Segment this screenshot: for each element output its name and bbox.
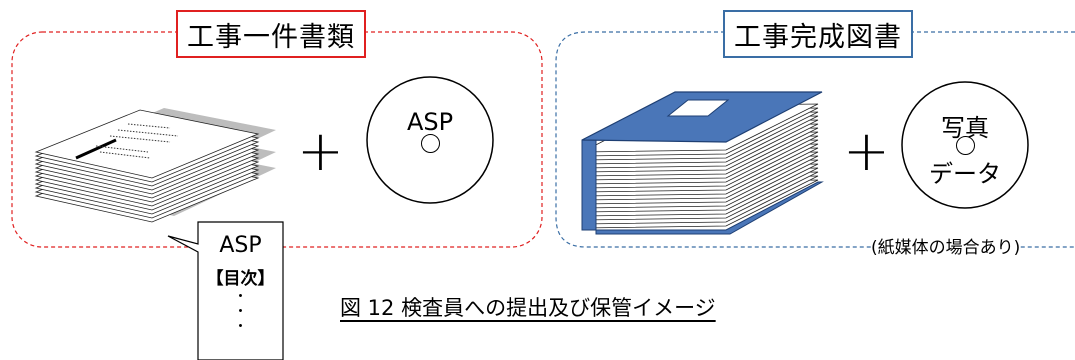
document-stack-icon: [34, 108, 276, 223]
asp-disc-label: ASP: [406, 108, 454, 136]
callout-asp-label: ASP: [219, 233, 262, 258]
right-group-frame: [555, 31, 1075, 248]
left-group-title: 工事一件書類: [176, 10, 366, 58]
disc-hole-icon: [421, 134, 440, 153]
right-group-title: 工事完成図書: [723, 10, 913, 58]
callout-bubble: [167, 221, 284, 360]
callout-toc-label: 【目次】: [206, 269, 275, 289]
plus-sign-left: +: [297, 119, 344, 184]
plus-sign-right: +: [843, 119, 890, 184]
figure-caption: 図 12 検査員への提出及び保管イメージ: [340, 296, 716, 320]
callout-dots: ・ ・ ・: [233, 289, 248, 335]
disc-hole-icon: [956, 136, 975, 155]
paper-media-note: (紙媒体の場合あり): [871, 233, 1021, 258]
photo-disc-label-line2: データ: [929, 160, 1001, 188]
binder-book-icon: [581, 91, 824, 235]
